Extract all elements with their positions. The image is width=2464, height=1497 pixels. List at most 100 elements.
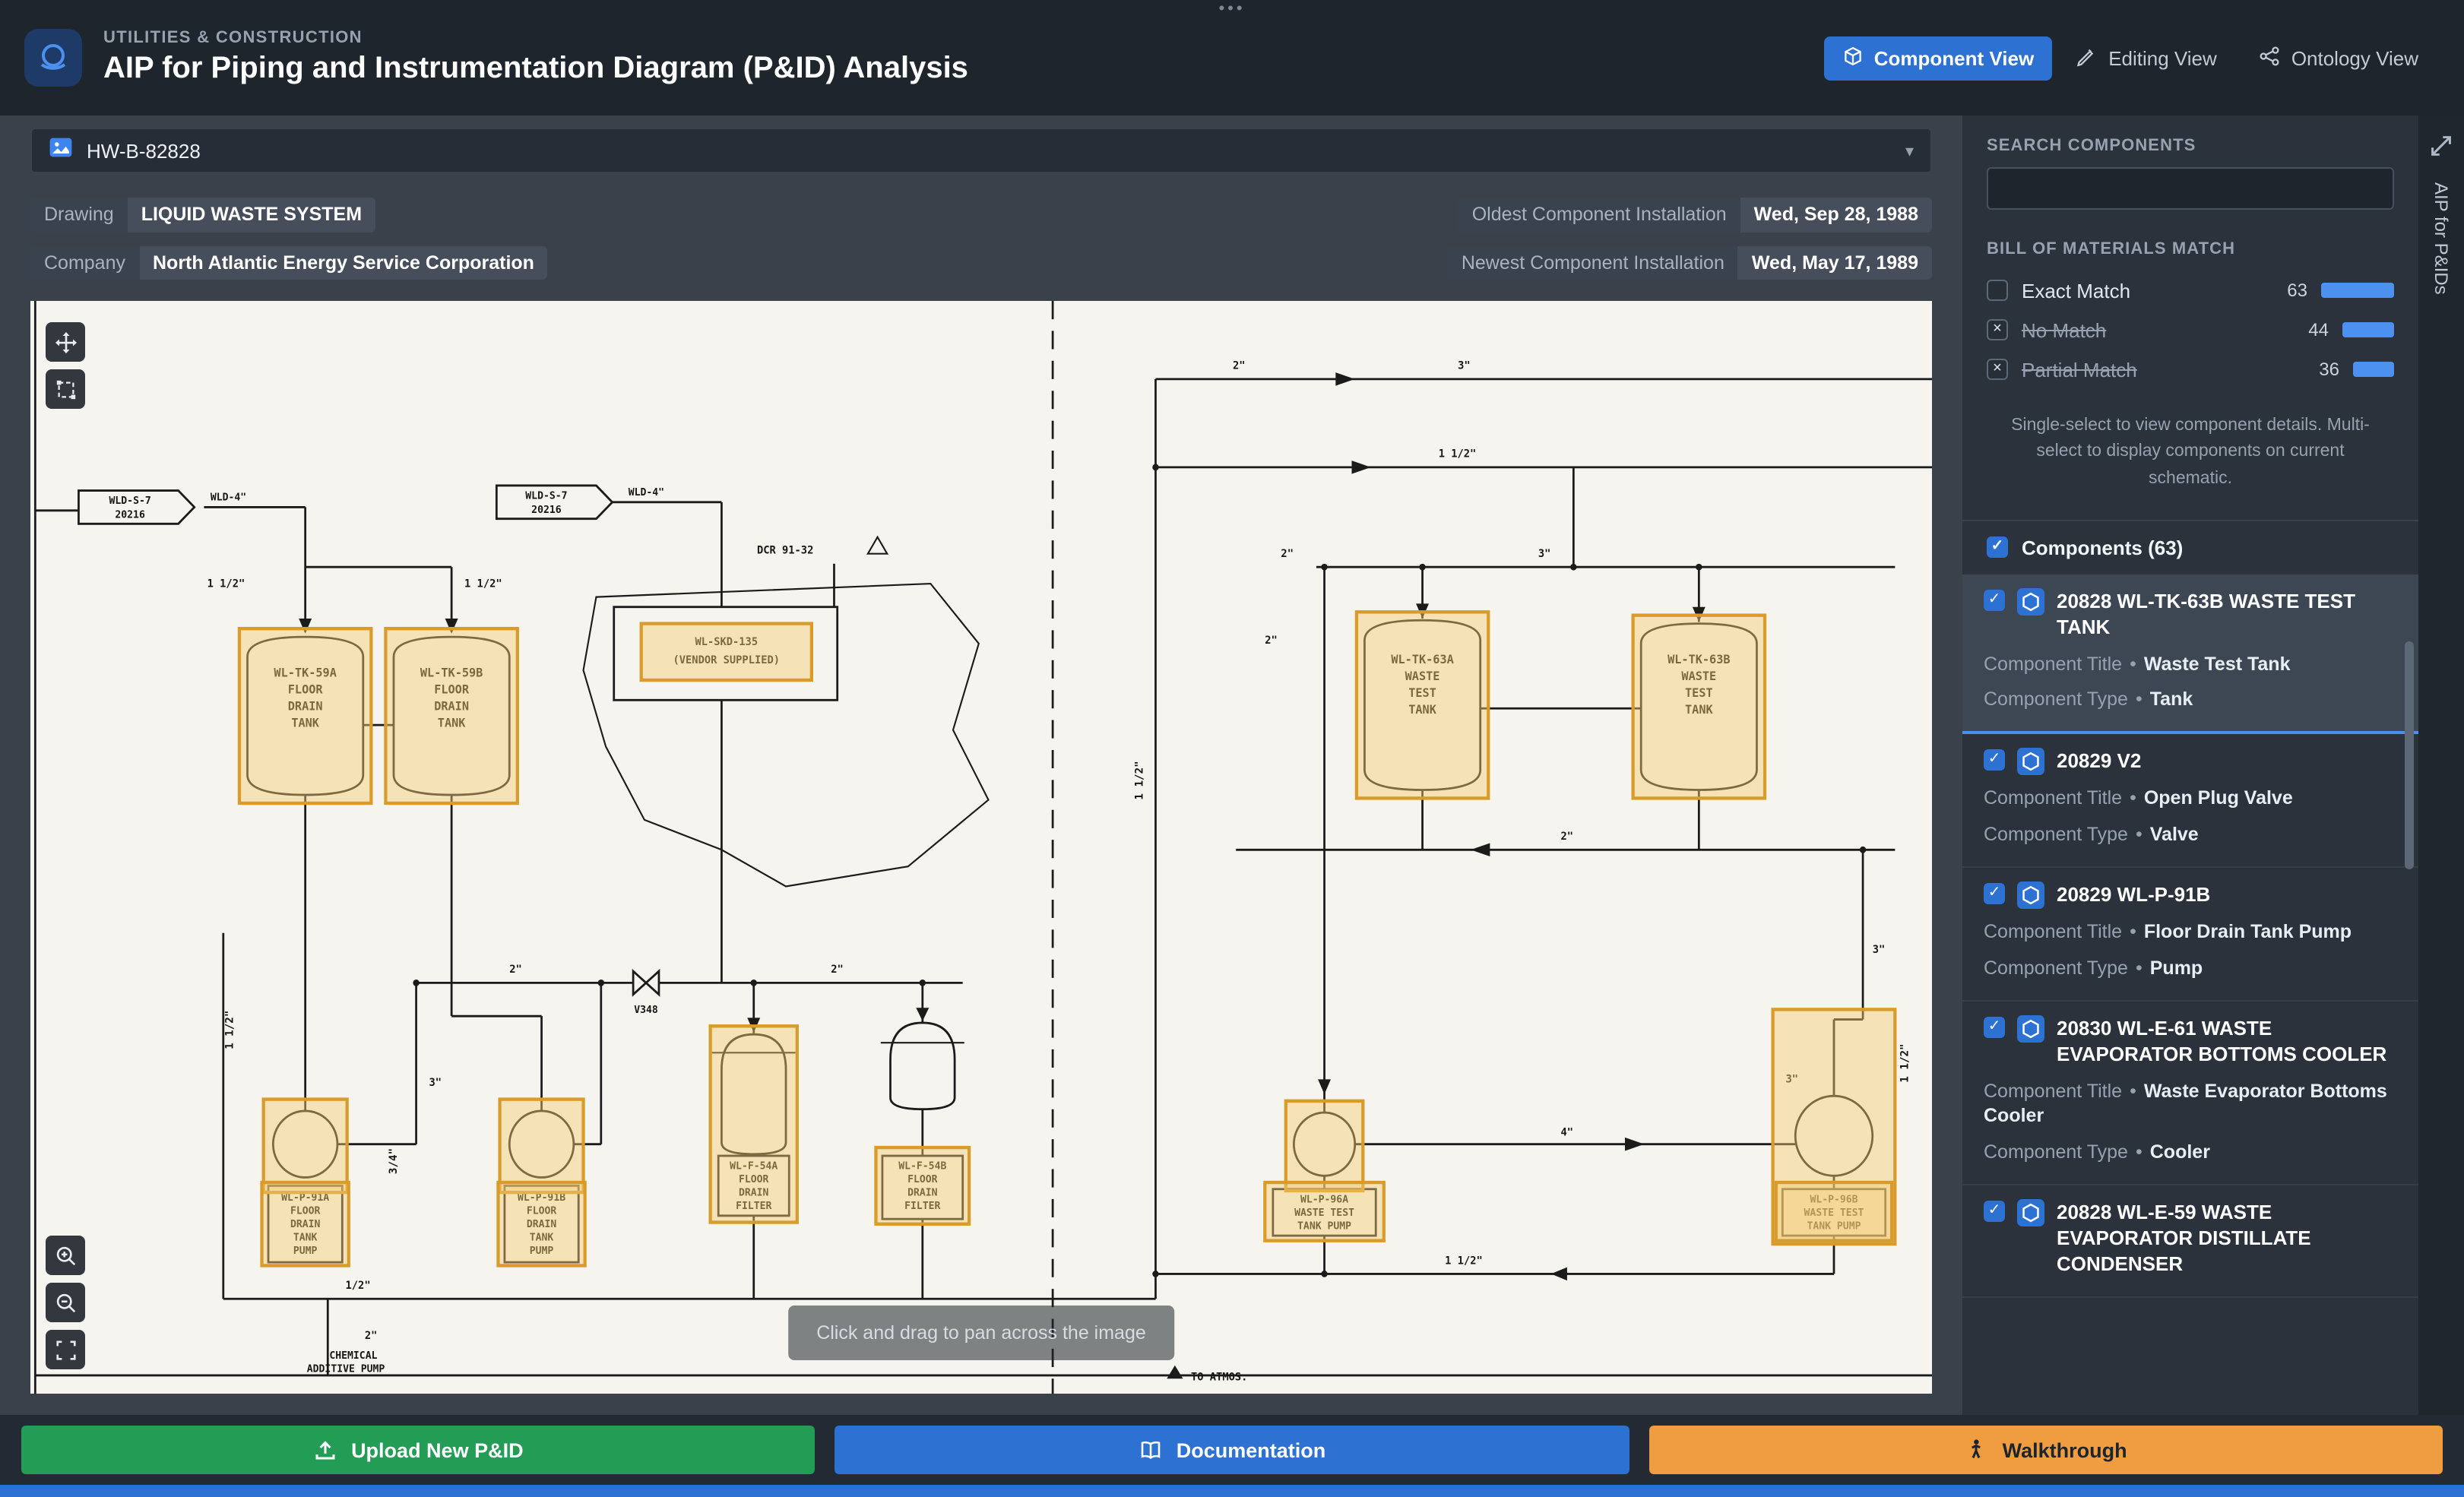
schematic-highlight-wl-p-96a[interactable] — [1284, 1099, 1365, 1193]
svg-text:WL-TK-63AWASTETESTTANK: WL-TK-63AWASTETESTTANK — [1391, 653, 1454, 717]
walkthrough-person-icon — [1972, 1439, 1981, 1458]
schematic-highlight-wl-p-91b-label[interactable] — [496, 1180, 587, 1268]
checkbox-partial-match[interactable]: × — [1987, 359, 2008, 380]
component-title-field: Component Title•Open Plug Valve — [1984, 787, 2293, 809]
search-input[interactable] — [1987, 167, 2394, 210]
schematic-highlight-wl-tk-59a[interactable] — [237, 626, 373, 805]
chip-value: Wed, May 17, 1989 — [1737, 245, 1932, 280]
schematic-highlight-wl-f-54a[interactable] — [708, 1024, 799, 1224]
selection-hint: Single-select to view component details.… — [2011, 416, 2370, 487]
filter-bar — [2342, 322, 2394, 337]
component-row-wl-tk-63b[interactable]: ✓ 20828 WL-TK-63B WASTE TEST TANK Compon… — [1962, 574, 2418, 735]
component-title-field: Component Title•Waste Test Tank — [1984, 653, 2291, 675]
button-label: Documentation — [1176, 1438, 1326, 1461]
svg-text:CHEMICAL: CHEMICAL — [329, 1350, 377, 1362]
chip-label: Oldest Component Installation — [1458, 198, 1740, 232]
schematic-highlight-wl-p-96a-label[interactable] — [1263, 1180, 1386, 1242]
tab-ontology-view[interactable]: Ontology View — [2241, 36, 2437, 80]
component-checkbox[interactable]: ✓ — [1984, 1016, 2005, 1038]
company-chip: Company North Atlantic Energy Service Co… — [30, 245, 548, 280]
component-checkbox[interactable]: ✓ — [1984, 1201, 2005, 1223]
svg-text:1 1/2": 1 1/2" — [1899, 1043, 1911, 1082]
schematic-highlight-wl-tk-59b[interactable] — [384, 626, 519, 805]
schematic-highlight-wl-tk-63a[interactable] — [1354, 610, 1490, 800]
component-row-v2[interactable]: ✓ 20829 V2 Component Title•Open Plug Val… — [1962, 735, 2418, 869]
expand-button[interactable] — [2429, 134, 2453, 158]
component-type-field: Component Type•Valve — [1984, 824, 2199, 846]
chip-label: Newest Component Installation — [1447, 245, 1738, 280]
filter-label: No Match — [2022, 318, 2107, 341]
footer-bar: Upload New P&ID Documentation Walkthroug… — [0, 1415, 2464, 1485]
app-category: UTILITIES & CONSTRUCTION — [103, 29, 363, 47]
zoom-out-button[interactable] — [46, 1283, 85, 1322]
component-type-field: Component Type•Pump — [1984, 957, 2203, 979]
svg-text:1 1/2": 1 1/2" — [1445, 1255, 1483, 1267]
zoom-in-button[interactable] — [46, 1236, 85, 1275]
schematic-highlight-wl-p-96b-label[interactable] — [1774, 1180, 1894, 1242]
chip-label: Drawing — [30, 198, 128, 232]
scrollbar[interactable] — [2405, 641, 2414, 869]
pan-tool-button[interactable] — [46, 322, 85, 362]
filter-count: 36 — [2319, 359, 2339, 380]
svg-text:2": 2" — [1281, 548, 1294, 560]
schematic-highlight-wl-f-54b[interactable] — [874, 1145, 971, 1226]
svg-text:DCR 91-32: DCR 91-32 — [757, 544, 813, 556]
svg-text:1 1/2": 1 1/2" — [1439, 448, 1477, 460]
svg-text:2": 2" — [831, 964, 844, 976]
schematic-highlight-wl-skd-135[interactable] — [639, 622, 813, 682]
svg-text:WL-F-54BFLOORDRAINFILTER: WL-F-54BFLOORDRAINFILTER — [898, 1160, 946, 1212]
fit-view-icon — [55, 1340, 75, 1359]
chip-value: North Atlantic Energy Service Corporatio… — [139, 245, 548, 280]
diagram-metadata: Drawing LIQUID WASTE SYSTEM Oldest Compo… — [30, 198, 1932, 280]
pid-selector[interactable]: HW-B-82828 ▾ — [30, 128, 1932, 173]
schematic-highlight-wl-p-91a[interactable] — [261, 1097, 349, 1195]
label-box-p91a — [267, 1184, 344, 1264]
upload-new-pid-button[interactable]: Upload New P&ID — [21, 1426, 816, 1474]
svg-text:TO ATMOS.: TO ATMOS. — [1191, 1371, 1247, 1383]
component-checkbox[interactable]: ✓ — [1984, 749, 2005, 771]
component-row-wl-e-61[interactable]: ✓ 20830 WL-E-61 WASTE EVAPORATOR BOTTOMS… — [1962, 1002, 2418, 1186]
walkthrough-button[interactable]: Walkthrough — [1648, 1426, 2443, 1474]
object-icon — [2017, 1014, 2044, 1043]
select-tool-button[interactable] — [46, 369, 85, 409]
zoom-fit-button[interactable] — [46, 1330, 85, 1369]
filter-wl-f-54b — [889, 1021, 956, 1111]
app-logo-icon — [24, 29, 82, 87]
component-id: 20829 V2 — [2057, 749, 2142, 773]
schematic-highlight-wl-p-96b[interactable] — [1771, 1008, 1897, 1246]
checkbox-components[interactable]: ✓ — [1987, 536, 2008, 559]
tab-component-view[interactable]: Component View — [1823, 36, 2053, 80]
tank-wl-tk-59a — [246, 635, 365, 796]
overflow-menu[interactable]: ••• — [1218, 0, 1246, 18]
tab-label: Editing View — [2108, 46, 2217, 69]
components-header[interactable]: ✓ Components (63) — [1962, 519, 2418, 574]
label-box-p91b — [503, 1184, 580, 1264]
schematic-highlight-wl-p-91a-label[interactable] — [260, 1180, 350, 1268]
component-id: 20828 WL-E-59 WASTE EVAPORATOR DISTILLAT… — [2057, 1201, 2311, 1275]
filter-partial-match[interactable]: × Partial Match 36 — [1962, 350, 2418, 389]
svg-text:1 1/2": 1 1/2" — [207, 578, 245, 590]
documentation-button[interactable]: Documentation — [835, 1426, 1629, 1474]
filter-no-match[interactable]: × No Match 44 — [1962, 310, 2418, 350]
svg-text:2": 2" — [1233, 360, 1246, 372]
tab-editing-view[interactable]: Editing View — [2058, 36, 2235, 80]
component-row-wl-e-59[interactable]: ✓ 20828 WL-E-59 WASTE EVAPORATOR DISTILL… — [1962, 1185, 2418, 1298]
component-row-wl-p-91b[interactable]: ✓ 20829 WL-P-91B Component Title•Floor D… — [1962, 868, 2418, 1002]
svg-text:2": 2" — [509, 964, 522, 976]
schematic-highlight-wl-p-91b[interactable] — [498, 1097, 585, 1195]
svg-text:1 1/2": 1 1/2" — [224, 1011, 236, 1049]
checkbox-no-match[interactable]: × — [1987, 319, 2008, 340]
component-checkbox[interactable]: ✓ — [1984, 883, 2005, 905]
app-header: UTILITIES & CONSTRUCTION AIP for Piping … — [0, 0, 2464, 116]
checkbox-exact-match[interactable] — [1987, 280, 2008, 301]
component-checkbox[interactable]: ✓ — [1984, 589, 2005, 611]
svg-text:3": 3" — [1538, 548, 1551, 560]
filter-exact-match[interactable]: Exact Match 63 — [1962, 271, 2418, 310]
pump-wl-p-91b — [508, 1109, 575, 1179]
main-area: HW-B-82828 ▾ Drawing LIQUID WASTE SYSTEM… — [0, 116, 2464, 1415]
ontology-graph-icon — [2260, 45, 2281, 71]
schematic-highlight-wl-tk-63b[interactable] — [1631, 613, 1767, 800]
